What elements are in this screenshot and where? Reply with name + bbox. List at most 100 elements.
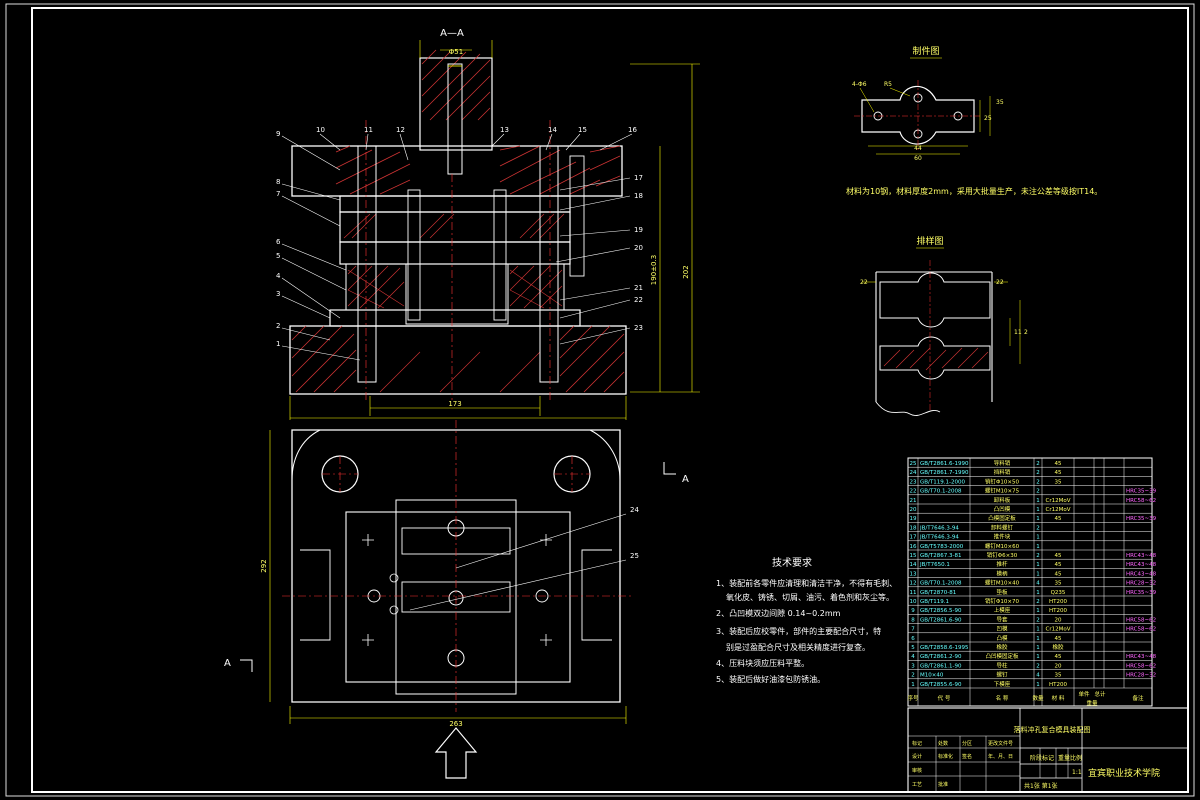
bom-note: HRC43~48 bbox=[1126, 562, 1157, 568]
callout-20: 20 bbox=[634, 244, 643, 252]
blank-note: 材料为10钢，材料厚度2mm，采用大批量生产，未注公差等级按IT14。 bbox=[846, 186, 1102, 196]
hatch-strip bbox=[883, 347, 989, 371]
bom-note: HRC43~48 bbox=[1126, 571, 1157, 577]
bom-material: HT200 bbox=[1049, 682, 1067, 688]
bom-name: 卸料板 bbox=[994, 496, 1011, 504]
hatch-plates bbox=[343, 213, 565, 239]
drawing-name: 落料冲孔复合模具装配图 bbox=[1014, 725, 1091, 734]
bom-qty: 4 bbox=[1036, 673, 1040, 679]
bom-code: GB/T2861.2-90 bbox=[920, 654, 962, 660]
bom-no: 17 bbox=[910, 535, 917, 541]
bom-qty: 2 bbox=[1036, 617, 1040, 623]
tb-zone: 分区 bbox=[962, 740, 972, 747]
bom-qty: 2 bbox=[1036, 553, 1040, 559]
bom-material: 45 bbox=[1055, 470, 1062, 476]
bom-name: 螺钉M10×75 bbox=[985, 487, 1020, 495]
bom-header-weight: 重量 bbox=[1086, 699, 1098, 707]
callout-2: 2 bbox=[276, 322, 280, 330]
bom-no: 21 bbox=[910, 498, 917, 504]
bom-no: 14 bbox=[910, 562, 917, 568]
sheet-count: 共1张 第1张 bbox=[1024, 782, 1058, 790]
callout-21: 21 bbox=[634, 284, 643, 292]
bom-no: 23 bbox=[910, 479, 917, 485]
strip-view: 排样图 22 22 11 2 bbox=[860, 235, 1028, 416]
callout-4: 4 bbox=[276, 272, 281, 280]
bom-material: 45 bbox=[1055, 571, 1062, 577]
bom-material: Q235 bbox=[1051, 590, 1066, 596]
bom-note: HRC35~39 bbox=[1126, 489, 1157, 495]
bom-code: GB/T2861.1-90 bbox=[920, 663, 962, 669]
bom-name: 凸模固定板 bbox=[988, 514, 1016, 522]
tech-requirements: 技术要求 1、装配前各零件应清理和清洁干净，不得有毛刺、 氧化皮、铸锈、切屑、油… bbox=[716, 556, 897, 684]
bom-material: 45 bbox=[1055, 461, 1062, 467]
bom-code: GB/T2867.3-81 bbox=[920, 553, 961, 559]
bom-qty: 1 bbox=[1036, 498, 1040, 504]
blank-dim-44: 44 bbox=[914, 145, 922, 152]
bom-material: Cr12MoV bbox=[1046, 507, 1071, 513]
tech-req-line-5: 别是过盈配合尺寸及相关精度进行复查。 bbox=[726, 642, 870, 652]
section-label: A—A bbox=[440, 28, 464, 39]
outer-border bbox=[5, 3, 1195, 797]
callout-13: 13 bbox=[500, 126, 509, 134]
bom-material: Cr12MoV bbox=[1046, 498, 1071, 504]
bom-no: 6 bbox=[911, 636, 915, 642]
callout-3: 3 bbox=[276, 290, 280, 298]
dim-overall-height: 202 bbox=[682, 265, 690, 278]
bom-note: HRC28~32 bbox=[1126, 581, 1156, 587]
bom-code: GB/T2856.5-90 bbox=[920, 608, 962, 614]
bom-material: 45 bbox=[1055, 553, 1062, 559]
bom-note: HRC43~48 bbox=[1126, 654, 1157, 660]
strip-dim-gap: 2 bbox=[1024, 329, 1028, 336]
bom-material: 20 bbox=[1055, 617, 1062, 623]
tb-design: 设计 bbox=[912, 753, 922, 760]
bom-material: 35 bbox=[1055, 581, 1062, 587]
bom-no: 19 bbox=[910, 516, 917, 522]
tb-count: 处数 bbox=[938, 740, 948, 747]
callout-1: 1 bbox=[276, 340, 280, 348]
strip-view-title: 排样图 bbox=[916, 235, 943, 247]
bom-no: 2 bbox=[911, 673, 915, 679]
callout-9: 9 bbox=[276, 130, 280, 138]
bom-qty: 1 bbox=[1036, 627, 1040, 633]
bom-code: GB/T119.1 bbox=[920, 599, 949, 605]
bom-material: 45 bbox=[1055, 636, 1062, 642]
bom-qty: 1 bbox=[1036, 654, 1040, 660]
feed-arrow-icon bbox=[434, 727, 478, 779]
callout-22: 22 bbox=[634, 296, 643, 304]
scale-label: 比例 bbox=[1070, 754, 1082, 762]
bom-no: 11 bbox=[910, 590, 917, 596]
bom-no: 13 bbox=[910, 571, 917, 577]
bom-note: HRC58~62 bbox=[1126, 498, 1156, 504]
bom-qty: 1 bbox=[1036, 516, 1040, 522]
callout-6: 6 bbox=[276, 238, 281, 246]
bom-name: 螺钉M10×60 bbox=[985, 542, 1020, 550]
bom-no: 4 bbox=[911, 654, 915, 660]
bom-name: 推件块 bbox=[994, 533, 1011, 541]
bom-code: M10×40 bbox=[920, 673, 944, 679]
bom-name: 下模座 bbox=[994, 680, 1011, 688]
bom-code: GB/T119.1-2000 bbox=[920, 479, 965, 485]
tech-req-line-6: 4、压料块须应压料平整。 bbox=[716, 658, 809, 668]
blank-dim-60: 60 bbox=[914, 155, 922, 162]
callout-16: 16 bbox=[628, 126, 637, 134]
bom-no: 12 bbox=[910, 581, 917, 587]
dim-plan-height: 292 bbox=[260, 559, 268, 572]
tb-standard: 标准化 bbox=[938, 753, 953, 760]
bom-no: 25 bbox=[910, 461, 917, 467]
stage-label: 阶段标记 bbox=[1030, 754, 1054, 762]
bom-qty: 2 bbox=[1036, 479, 1040, 485]
tech-req-line-1: 1、装配前各零件应清理和清洁干净，不得有毛刺、 bbox=[716, 578, 897, 588]
bom-material: 35 bbox=[1055, 673, 1062, 679]
bom-no: 10 bbox=[910, 599, 917, 605]
callout-14: 14 bbox=[548, 126, 557, 134]
bom-name: 螺钉M10×40 bbox=[985, 579, 1020, 587]
callout-15: 15 bbox=[578, 126, 587, 134]
scale-value: 1:1 bbox=[1072, 769, 1082, 776]
bom-header-code: 代 号 bbox=[938, 694, 951, 702]
bom-no: 3 bbox=[911, 663, 915, 669]
bom-material: HT200 bbox=[1049, 608, 1067, 614]
tb-review: 审核 bbox=[912, 767, 922, 774]
bom-header-note: 备注 bbox=[1132, 694, 1144, 702]
blank-dim-holes: 4-Φ6 bbox=[852, 81, 867, 88]
